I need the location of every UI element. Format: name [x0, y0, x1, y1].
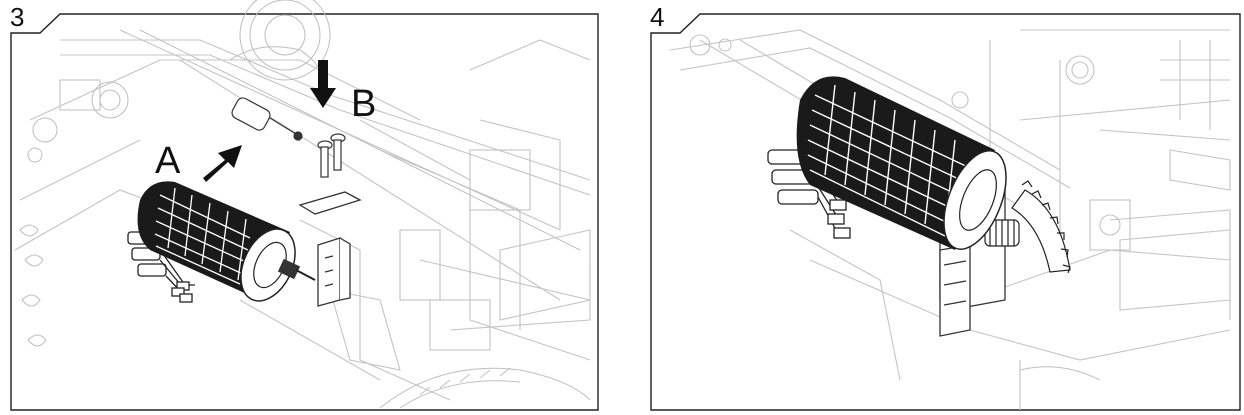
step-3-illustration	[10, 0, 599, 411]
step-number-4: 4	[650, 2, 665, 32]
pinion-gear	[984, 219, 1020, 247]
callout-a: A	[155, 140, 181, 182]
arrow-a	[203, 145, 242, 182]
rear-tire	[379, 367, 591, 409]
pinion-gear	[231, 97, 303, 141]
chassis-background	[14, 29, 591, 401]
step-panel-3: 3	[0, 0, 600, 415]
panel-frame	[650, 13, 1241, 411]
arrow-b	[310, 60, 336, 108]
panel-frame	[10, 13, 599, 411]
spur-gear	[239, 0, 331, 81]
mount-screws	[317, 133, 346, 178]
spur-gear	[1011, 180, 1071, 274]
left-suspension	[19, 79, 129, 347]
step-4-illustration	[650, 13, 1241, 411]
motor-mount	[298, 191, 362, 307]
step-panel-4: 4	[640, 0, 1244, 415]
step-number-3: 3	[10, 2, 25, 32]
motor	[127, 181, 316, 303]
callout-b: B	[351, 83, 377, 125]
motor	[796, 76, 1007, 250]
